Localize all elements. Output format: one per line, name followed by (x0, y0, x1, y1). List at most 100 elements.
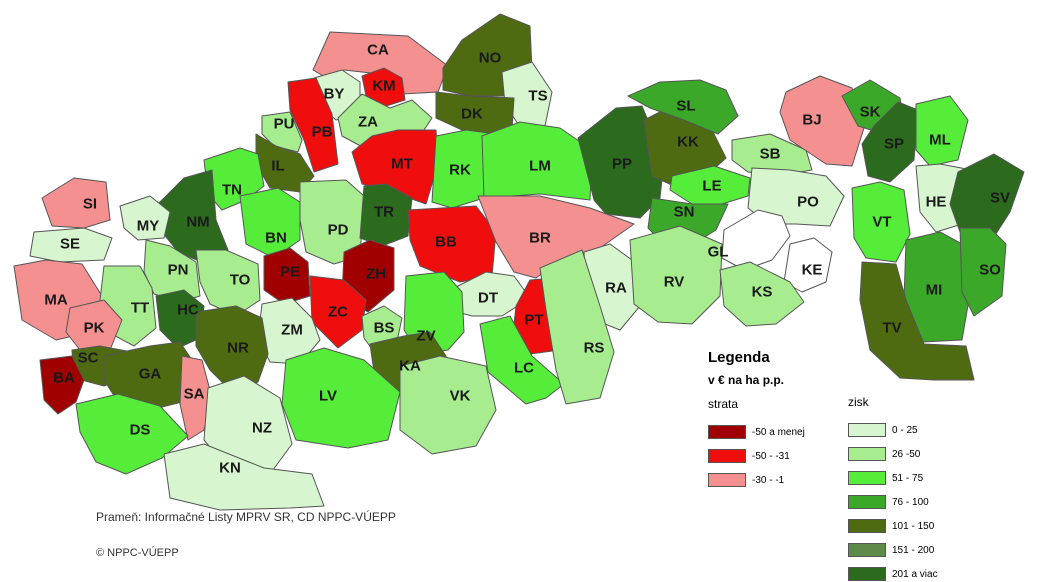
legend-loss-swatch (708, 425, 746, 439)
district-pb (287, 77, 339, 173)
legend-gain-label: 76 - 100 (892, 496, 929, 508)
district-label-za: ZA (358, 114, 378, 131)
district-lc (479, 315, 565, 405)
legend-gain-row: 0 - 25 (848, 422, 918, 438)
district-label-sc: SC (78, 350, 99, 367)
district-label-kk: KK (677, 134, 699, 151)
district-le (669, 165, 751, 205)
district-sl (627, 79, 739, 135)
legend-loss-label: -50 a menej (752, 426, 805, 438)
district-label-vt: VT (872, 214, 891, 231)
district-label-bs: BS (374, 320, 395, 337)
legend-loss-label: -50 - -31 (752, 450, 790, 462)
district-pu (261, 111, 303, 153)
district-label-pb: PB (312, 124, 333, 141)
legend-gain-label: 151 - 200 (892, 544, 935, 556)
district-label-pk: PK (84, 320, 105, 337)
district-label-pt: PT (524, 312, 543, 329)
district-label-ts: TS (528, 88, 547, 105)
district-label-dt: DT (478, 290, 498, 307)
district-label-po: PO (797, 194, 819, 211)
district-sp (861, 101, 919, 183)
legend-loss-row: -50 - -31 (708, 448, 790, 464)
legend-gain-swatch (848, 519, 886, 533)
legend-gain-row: 51 - 75 (848, 470, 923, 486)
district-rs (539, 249, 615, 405)
district-label-lv: LV (319, 388, 337, 405)
district-sa (179, 355, 213, 441)
legend-gain-swatch (848, 471, 886, 485)
district-label-lc: LC (514, 360, 534, 377)
legend-gain-row: 201 a viac (848, 566, 938, 582)
legend-gain-label: 201 a viac (892, 568, 938, 580)
source-note: Prameň: Informačné Listy MPRV SR, CD NPP… (96, 510, 396, 524)
district-label-kn: KN (219, 460, 241, 477)
legend-gain-label: 101 - 150 (892, 520, 935, 532)
district-nm (157, 169, 229, 265)
district-label-sv: SV (990, 190, 1010, 207)
district-label-sn: SN (674, 204, 695, 221)
district-to (195, 249, 261, 317)
district-se (29, 227, 113, 263)
legend-gain-label: 0 - 25 (892, 424, 918, 436)
district-label-pu: PU (274, 116, 295, 133)
district-rv (629, 225, 723, 325)
district-bn (239, 187, 301, 259)
district-ba (39, 355, 85, 415)
district-label-si: SI (83, 196, 97, 213)
legend-gain-swatch (848, 567, 886, 581)
district-tv (859, 261, 975, 381)
district-gl (721, 209, 791, 271)
district-label-se: SE (60, 236, 80, 253)
legend: Legenda v € na ha p.p. strata zisk -50 a… (690, 345, 1030, 581)
legend-loss-row: -50 a menej (708, 424, 805, 440)
district-label-mi: MI (926, 282, 943, 299)
district-label-tt: TT (131, 300, 149, 317)
district-ml (915, 95, 969, 167)
district-label-nr: NR (227, 340, 249, 357)
district-label-le: LE (702, 178, 721, 195)
district-pe (263, 247, 311, 305)
district-label-rk: RK (449, 162, 471, 179)
district-label-ga: GA (139, 366, 162, 383)
district-label-il: IL (271, 158, 284, 175)
district-label-vk: VK (450, 388, 471, 405)
legend-gain-swatch (848, 495, 886, 509)
district-label-bj: BJ (802, 112, 821, 129)
district-label-zc: ZC (328, 304, 348, 321)
district-label-so: SO (979, 262, 1001, 279)
district-label-zv: ZV (416, 328, 435, 345)
district-label-pp: PP (612, 156, 632, 173)
district-label-gl: GL (708, 244, 729, 261)
district-ks (719, 261, 805, 327)
district-label-sk: SK (860, 104, 881, 121)
district-label-no: NO (479, 50, 502, 67)
district-label-sl: SL (676, 98, 695, 115)
district-sv (949, 153, 1025, 241)
legend-gain-swatch (848, 543, 886, 557)
district-label-ca: CA (367, 42, 389, 59)
legend-gain-row: 151 - 200 (848, 542, 934, 558)
legend-gain-heading: zisk (848, 395, 869, 409)
district-pp (577, 105, 665, 219)
district-vt (851, 181, 911, 263)
district-label-bn: BN (265, 230, 287, 247)
district-label-ml: ML (929, 132, 951, 149)
district-so (959, 227, 1007, 317)
legend-gain-label: 26 -50 (892, 448, 921, 460)
district-kn (163, 443, 325, 511)
district-label-sp: SP (884, 136, 904, 153)
district-nr (195, 305, 269, 393)
legend-loss-heading: strata (708, 397, 739, 411)
legend-loss-swatch (708, 473, 746, 487)
district-label-ra: RA (605, 280, 627, 297)
district-label-pe: PE (280, 264, 300, 281)
legend-gain-row: 76 - 100 (848, 494, 929, 510)
district-label-he: HE (926, 194, 947, 211)
district-label-mt: MT (391, 156, 413, 173)
legend-title: Legenda (708, 349, 770, 366)
district-my (119, 195, 171, 241)
district-label-ds: DS (130, 422, 151, 439)
